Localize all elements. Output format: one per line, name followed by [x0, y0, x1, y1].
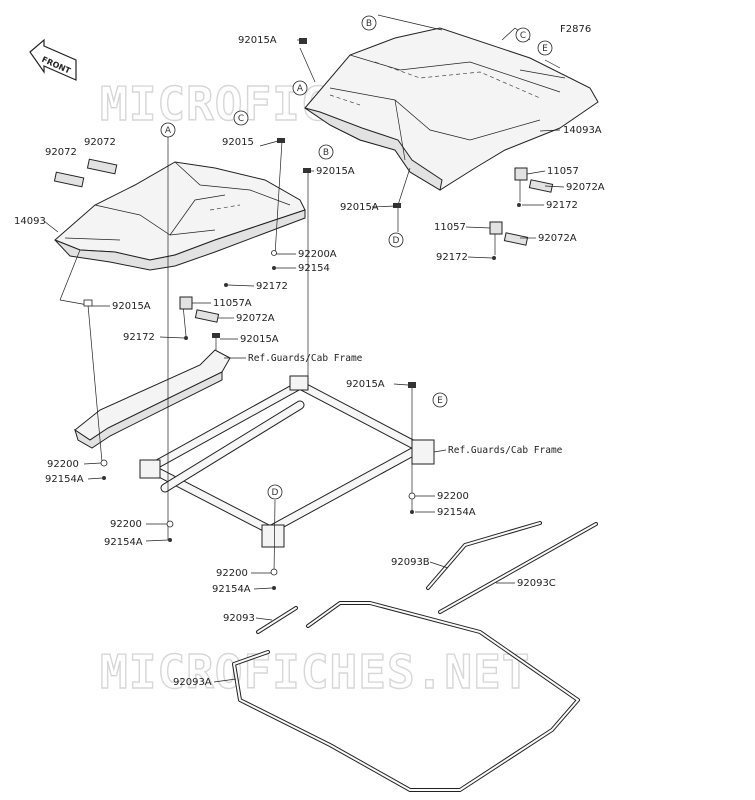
callout-d-bot: D: [267, 484, 283, 500]
label-11057: 11057: [547, 166, 579, 177]
label-14093A: 14093A: [563, 125, 602, 136]
callout-e-right: E: [432, 392, 448, 408]
label-92093A: 92093A: [173, 677, 212, 688]
label-92154: 92154: [298, 263, 330, 274]
svg-text:E: E: [437, 396, 443, 406]
front-arrow-icon: FRONT: [29, 38, 77, 81]
cab-frame: [139, 375, 435, 548]
label-92072: 92072: [84, 137, 116, 148]
svg-text:B: B: [366, 19, 372, 29]
callout-d-mid: D: [388, 232, 404, 248]
label-92154A: 92154A: [212, 584, 251, 595]
label-92015A: 92015A: [316, 166, 355, 177]
label-92015A: 92015A: [340, 202, 379, 213]
label-92200: 92200: [437, 491, 469, 502]
label-92172: 92172: [546, 200, 578, 211]
label-11057: 11057: [434, 222, 466, 233]
roof-panel-rear: [304, 27, 599, 191]
label-92200: 92200: [110, 519, 142, 530]
label-92072A: 92072A: [538, 233, 577, 244]
callout-c-top: C: [515, 27, 531, 43]
svg-text:C: C: [520, 31, 526, 41]
figure-code: F2876: [560, 24, 591, 35]
label-92154A: 92154A: [437, 507, 476, 518]
svg-text:A: A: [297, 84, 304, 94]
ref-guards-cab-frame: Ref.Guards/Cab Frame: [448, 445, 563, 456]
label-14093: 14093: [14, 216, 46, 227]
callout-e-top: E: [537, 40, 553, 56]
label-92015A: 92015A: [112, 301, 151, 312]
label-11057A: 11057A: [213, 298, 252, 309]
label-92172: 92172: [123, 332, 155, 343]
label-92172: 92172: [436, 252, 468, 263]
label-92072A: 92072A: [236, 313, 275, 324]
label-92200A: 92200A: [298, 249, 337, 260]
svg-text:A: A: [165, 126, 172, 136]
svg-text:E: E: [542, 44, 548, 54]
callout-b-mid: B: [318, 144, 334, 160]
svg-text:D: D: [393, 236, 400, 246]
label-92154A: 92154A: [104, 537, 143, 548]
pad-92072-pair: [53, 158, 118, 188]
trim-92093C: [438, 522, 598, 614]
callout-b-top: B: [361, 15, 377, 31]
svg-text:D: D: [272, 488, 279, 498]
part-labels: 92015A 92015 92015A 92015A 14093A 11057 …: [14, 35, 605, 688]
label-92200: 92200: [47, 459, 79, 470]
roof-panel-front: [54, 161, 306, 271]
label-92154A: 92154A: [45, 474, 84, 485]
label-92072: 92072: [45, 147, 77, 158]
svg-text:B: B: [323, 148, 329, 158]
label-92093B: 92093B: [391, 557, 430, 568]
label-92093C: 92093C: [517, 578, 556, 589]
label-92015A: 92015A: [240, 334, 279, 345]
seal-92093A: [232, 601, 580, 792]
callout-c-left: C: [233, 110, 249, 126]
watermark-bottom: MICROFICHES.NET: [100, 645, 530, 699]
svg-text:C: C: [238, 114, 244, 124]
label-92093: 92093: [223, 613, 255, 624]
label-92015: 92015: [222, 137, 254, 148]
label-leaders: [43, 129, 565, 683]
trim-92093: [256, 606, 298, 634]
label-92015A: 92015A: [346, 379, 385, 390]
ref-guards-cab-frame: Ref.Guards/Cab Frame: [248, 353, 363, 364]
callout-a-left: A: [160, 122, 176, 138]
label-92200: 92200: [216, 568, 248, 579]
label-92015A: 92015A: [238, 35, 277, 46]
label-92072A: 92072A: [566, 182, 605, 193]
callout-a-top: A: [292, 80, 308, 96]
label-92172: 92172: [256, 281, 288, 292]
trim-92093B: [426, 521, 542, 590]
